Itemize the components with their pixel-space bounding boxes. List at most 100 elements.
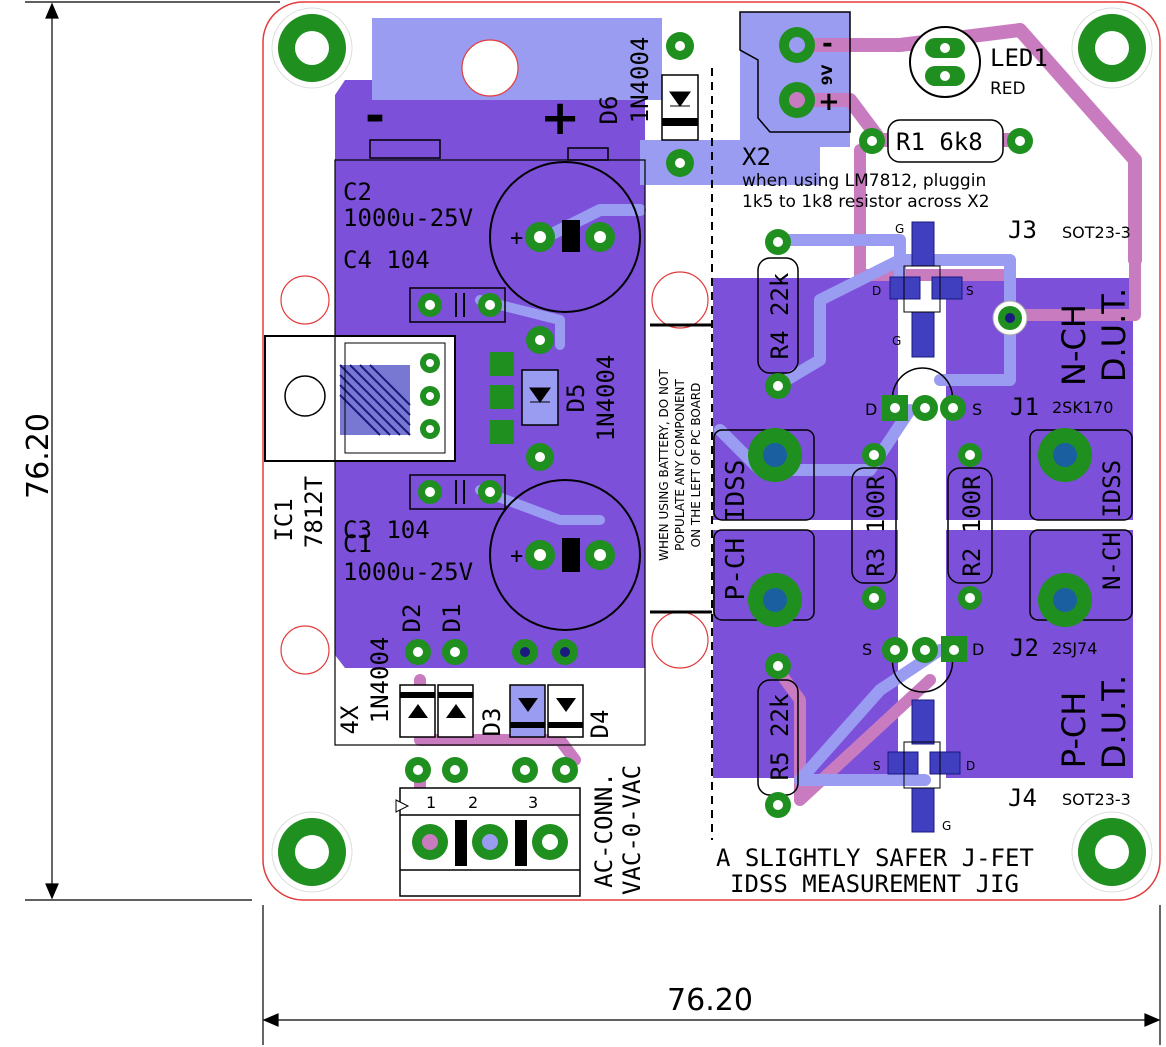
warning-arrows (650, 323, 712, 614)
c4-label: C4 104 (343, 246, 430, 274)
d5-diode (490, 326, 559, 471)
x2-plus: + (818, 87, 840, 117)
j3-pin-g-top: G (895, 222, 904, 236)
d1-diode (437, 639, 474, 783)
r4-resistor (757, 229, 799, 399)
j4-pin-d: D (966, 759, 975, 773)
power-supply-outline (334, 159, 646, 746)
r5-resistor (757, 653, 799, 818)
r3-label: R3 100R (862, 475, 890, 577)
nch-dut-line2: D.U.T. (1095, 288, 1133, 382)
c3-capacitor (409, 474, 506, 510)
led1 (909, 26, 981, 98)
mounting-holes (271, 7, 1153, 893)
c4-capacitor (409, 287, 506, 323)
horizontal-dimension (262, 905, 1161, 1045)
j2-jfet (882, 636, 967, 693)
j3-sot23 (889, 221, 963, 358)
rectifier-diodes (399, 639, 584, 783)
j3-package: SOT23-3 (1062, 223, 1131, 242)
mounting-hole-br (1071, 811, 1153, 893)
r3-resistor (851, 443, 897, 610)
led1-ref: LED1 (990, 44, 1048, 72)
d6-value: 1N4004 (626, 37, 654, 124)
j4-ref: J4 (1008, 784, 1037, 812)
vertical-dimension-label: 76.20 (21, 413, 56, 499)
battery-warning-line1: WHEN USING BATTERY, DO NOT (657, 369, 671, 561)
d5-value: 1N4004 (592, 355, 620, 442)
j4-pin-s: S (873, 759, 881, 773)
j2-pin-s: S (862, 640, 872, 659)
d1-ref: D1 (438, 604, 466, 633)
x2-note-line2: 1k5 to 1k8 resistor across X2 (742, 192, 990, 212)
test-jacks (713, 428, 1133, 627)
mounting-hole-tr (1071, 7, 1153, 89)
r4-label: R4 22k (766, 272, 794, 359)
x2-note-line1: when using LM7812, pluggin (742, 171, 986, 191)
pch-dut-line2: D.U.T. (1095, 675, 1133, 769)
drill-holes (280, 39, 709, 675)
c3-label: C3 104 (343, 516, 430, 544)
nch-idss-label: N-CH IDSS (1098, 460, 1126, 590)
ac-conn-line1: AC-CONN. (590, 772, 618, 888)
pch-dut-line1: P-CH (1055, 692, 1093, 769)
c1-ref: C1 (343, 530, 372, 558)
j2-ref: J2 (1010, 634, 1039, 662)
j1-ref: J1 (1010, 393, 1039, 421)
pch-idss-label: P-CH IDSS (721, 460, 751, 601)
d3-diode (509, 639, 546, 783)
ac-pin1: 1 (426, 793, 436, 812)
r1-resistor (859, 119, 1033, 163)
jack-pch-bottom (713, 529, 815, 627)
c1-capacitor: + (489, 479, 641, 631)
j1-jfet (882, 367, 966, 421)
j1-part: 2SK170 (1052, 398, 1113, 417)
vertical-dimension (25, 1, 280, 901)
ac-pin3: 3 (528, 793, 538, 812)
d6-diode (661, 32, 699, 177)
d2-ref: D2 (398, 604, 426, 633)
c2-value: 1000u-25V (343, 204, 473, 232)
d4-diode (547, 639, 584, 783)
c2-ref: C2 (343, 178, 372, 206)
x2-minus: - (822, 29, 833, 59)
led1-color: RED (990, 79, 1026, 99)
d6-ref: D6 (595, 96, 623, 125)
d3-ref: D3 (478, 708, 506, 737)
j2-pin-d: D (972, 640, 984, 659)
minus-marker: - (365, 88, 385, 144)
nch-dut-line1: N-CH (1055, 304, 1093, 386)
j1-pin-d: D (865, 400, 877, 419)
x2-connector (739, 11, 851, 133)
ac-conn-line2: VAC-0-VAC (618, 765, 646, 895)
ac-connector (395, 787, 581, 897)
svg-text:+: + (510, 544, 523, 569)
board-title-line2: IDSS MEASUREMENT JIG (730, 870, 1019, 898)
j2-part: 2SJ74 (1052, 639, 1097, 658)
horizontal-dimension-label: 76.20 (667, 983, 753, 1018)
plus-marker: + (540, 90, 580, 146)
c2-capacitor: + (489, 161, 641, 313)
r5-label: R5 22k (766, 693, 794, 780)
board-title-line1: A SLIGHTLY SAFER J-FET (716, 844, 1034, 872)
d1-4-value: 1N4004 (366, 637, 394, 724)
mounting-hole-tl (271, 7, 353, 89)
ac-pin2: 2 (468, 793, 478, 812)
ic1-ref: IC1 (270, 498, 298, 541)
svg-text:+: + (510, 226, 523, 251)
j4-pin-g: G (942, 819, 951, 833)
j3-ref: J3 (1008, 216, 1037, 244)
jack-pch-top (713, 428, 815, 521)
r2-label: R2 100R (958, 475, 986, 577)
r2-resistor (947, 443, 993, 610)
c1-value: 1000u-25V (343, 558, 473, 586)
battery-warning-line2: POPULATE ANY COMPONENT (673, 378, 687, 550)
x2-voltage: 9V (820, 65, 836, 86)
d2-diode (399, 639, 436, 783)
jack-nch-bottom (1029, 529, 1133, 627)
d4-ref: D4 (586, 710, 614, 739)
d1-4-count: 4X (336, 705, 364, 734)
battery-warning-line3: ON THE LEFT OF PC BOARD (689, 383, 703, 548)
j1-pin-s: S (972, 400, 982, 419)
